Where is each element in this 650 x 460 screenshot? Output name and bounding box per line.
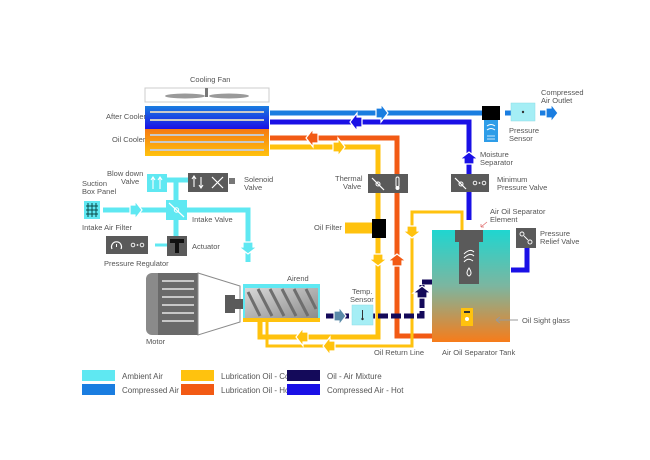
legend-label-oil-air-mixture: Oil - Air Mixture [327, 372, 382, 381]
flow-arrow-up [411, 285, 433, 299]
flow-arrow-left [295, 326, 309, 348]
flow-arrow-left [322, 335, 336, 357]
pipe-oil-air-mixture [326, 279, 432, 319]
oil-cooler-label: Oil Cooler [112, 135, 146, 144]
motor-label: Motor [146, 337, 166, 346]
intake-valve [166, 200, 187, 220]
blow-down-valve-label-2: Valve [121, 177, 139, 186]
pointer-arrow [480, 221, 488, 228]
legend-swatch-compressed-air-hot [287, 384, 320, 395]
air-oil-separator-tank [432, 230, 510, 342]
flow-arrow-down [367, 253, 389, 267]
pressure-relief-valve [516, 228, 536, 248]
blow-down-valve [147, 174, 167, 192]
pipe-compressed-air-hot-relief [511, 248, 530, 273]
pressure-sensor [510, 102, 536, 122]
legend-label-compressed-air-hot: Compressed Air - Hot [327, 386, 404, 395]
motor [146, 272, 243, 336]
flow-arrow-left [305, 127, 319, 149]
flow-arrow-down [401, 225, 423, 239]
pointer-arrow [495, 316, 518, 324]
pressure-relief-valve-label-2: Relief Valve [540, 237, 579, 246]
blow-down-valve-label-1: Blow down [107, 169, 143, 178]
flow-arrow-right [332, 136, 346, 158]
legend-label-oil-cold: Lubrication Oil - Cold [221, 372, 296, 381]
thermal-valve [368, 174, 408, 193]
flow-arrow-right [129, 199, 143, 221]
temp-sensor-label-1: Temp. [352, 287, 372, 296]
flow-arrow-right [333, 305, 347, 327]
actuator [167, 236, 187, 256]
moisture-separator-label-1: Moisture [480, 150, 509, 159]
pressure-regulator-label: Pressure Regulator [104, 259, 169, 268]
air-oil-separator-element-label-2: Element [490, 215, 518, 224]
pressure-sensor-label-1: Pressure [509, 126, 539, 135]
air-oil-separator-tank-label: Air Oil Separator Tank [442, 348, 515, 357]
legend-swatch-oil-hot [181, 384, 214, 395]
minimum-pressure-valve-label-1: Minimum [497, 175, 527, 184]
temp-sensor [351, 304, 374, 326]
oil-filter [372, 219, 386, 238]
flow-arrow-down [237, 241, 259, 255]
legend-label-compressed-air: Compressed Air [122, 386, 179, 395]
legend-label-ambient-air: Ambient Air [122, 372, 163, 381]
intake-air-filter-label: Intake Air Filter [82, 223, 133, 232]
solenoid-valve-label-2: Valve [244, 183, 262, 192]
oil-filter-label: Oil Filter [314, 223, 342, 232]
after-cooler [145, 106, 269, 129]
solenoid-valve-label-1: Solenoid [244, 175, 273, 184]
moisture-separator-label-2: Separator [480, 158, 513, 167]
flow-arrow-right [375, 102, 389, 124]
legend-swatch-oil-air-mixture [287, 370, 320, 381]
oil-return-line-label: Oil Return Line [374, 348, 424, 357]
air-oil-separator-element-label-1: Air Oil Separator [490, 207, 546, 216]
thermal-valve-label-2: Valve [343, 182, 361, 191]
legend-swatch-compressed-air [82, 384, 115, 395]
oil-sight-glass-label: Oil Sight glass [522, 316, 570, 325]
moisture-separator [484, 120, 498, 142]
pipe-oil-hot [270, 135, 432, 339]
legend-label-oil-hot: Lubrication Oil - Hot [221, 386, 292, 395]
pressure-sensor-label-2: Sensor [509, 134, 533, 143]
suction-box-panel-label-2: Box Panel [82, 187, 117, 196]
compressed-air-outlet-label-2: Air Outlet [541, 96, 573, 105]
flow-arrow-right [545, 102, 559, 124]
airend-label: Airend [287, 274, 309, 283]
moisture-separator-top [482, 106, 500, 120]
suction-box-panel-label-1: Suction [82, 179, 107, 188]
actuator-label: Actuator [192, 242, 220, 251]
minimum-pressure-valve-label-2: Pressure Valve [497, 183, 547, 192]
legend-swatch-oil-cold [181, 370, 214, 381]
flow-arrow-left [349, 111, 363, 133]
flow-arrow-up [386, 253, 408, 267]
intake-valve-label: Intake Valve [192, 215, 233, 224]
cooling-fan [144, 87, 270, 103]
pressure-relief-valve-label-1: Pressure [540, 229, 570, 238]
thermal-valve-label-1: Thermal [335, 174, 363, 183]
pipe-oil-return-line [265, 210, 464, 348]
intake-air-filter [84, 201, 100, 219]
cooling-fan-label: Cooling Fan [190, 75, 230, 84]
compressed-air-outlet-label-1: Compressed [541, 88, 584, 97]
oil-cooler [145, 129, 269, 156]
after-cooler-label: After Cooler [106, 112, 147, 121]
flow-arrow-up [458, 151, 480, 165]
pressure-regulator [106, 236, 148, 254]
minimum-pressure-valve [451, 174, 489, 192]
legend-swatch-ambient-air [82, 370, 115, 381]
temp-sensor-label-2: Sensor [350, 295, 374, 304]
solenoid-valve [188, 173, 235, 192]
airend [243, 284, 320, 322]
